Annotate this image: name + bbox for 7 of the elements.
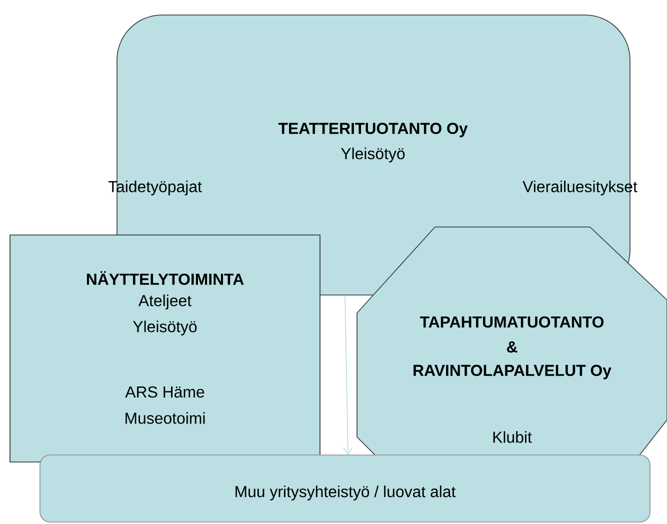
node-label: Klubit <box>493 431 532 443</box>
node-label: RAVINTOLAPALVELUT Oy <box>414 364 612 380</box>
process-box: NÄYTTELYTOIMINTA Ateljeet Yleisötyö ARS Häme Museotoimi <box>10 234 320 462</box>
node-label: TAPAHTUMATUOTANTO <box>420 316 604 328</box>
arrow <box>342 295 353 455</box>
node-label: & <box>506 341 518 353</box>
rounded-box: Muu yritysyhteistyö / luovat alat <box>40 454 650 522</box>
